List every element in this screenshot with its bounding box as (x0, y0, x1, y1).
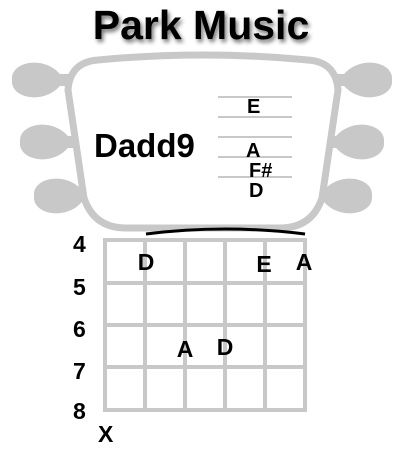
heart-peg-right-1-icon (340, 62, 393, 98)
fret-number: 5 (73, 274, 86, 300)
heart-peg-left-3-icon (33, 178, 86, 214)
chord-name: Dadd9 (94, 127, 195, 164)
headstock-frame (64, 51, 342, 232)
fret-number: 8 (73, 398, 86, 424)
heart-peg-left-2-icon (19, 124, 72, 160)
fret-note: D (138, 249, 155, 275)
fret-note: A (177, 336, 194, 362)
fretboard-grid (103, 238, 307, 412)
page-title: Park Music (93, 2, 310, 48)
mini-staff (218, 96, 292, 178)
fret-number: 4 (73, 231, 86, 257)
staff-note: A (246, 140, 260, 162)
muted-string-marker: X (98, 421, 114, 447)
fret-note: D (217, 334, 234, 360)
staff-note: E (247, 96, 260, 118)
heart-peg-left-1-icon (11, 62, 64, 98)
nut-arc (145, 227, 306, 236)
fret-note: A (296, 249, 313, 275)
heart-peg-right-2-icon (332, 124, 385, 160)
fret-number: 7 (73, 358, 86, 384)
staff-note: F# (249, 160, 272, 182)
heart-peg-right-3-icon (320, 178, 373, 214)
fret-number: 6 (73, 316, 86, 342)
staff-note: D (249, 180, 263, 202)
fret-note: E (256, 251, 271, 277)
